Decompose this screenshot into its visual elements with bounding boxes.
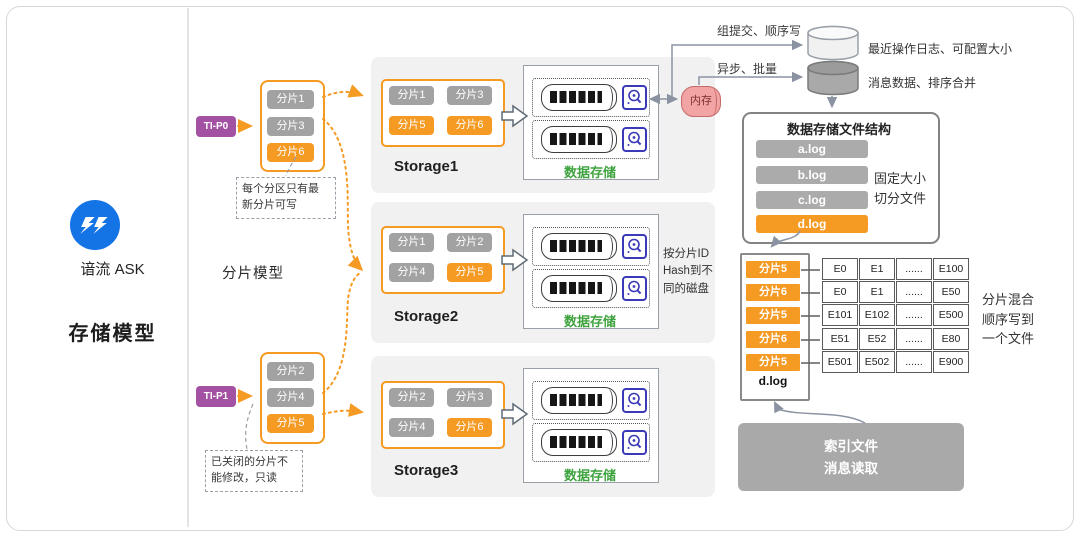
ask-logo-icon (70, 200, 120, 250)
log-file-bar-active: d.log (756, 215, 868, 233)
shard-chip: 分片4 (389, 263, 434, 282)
shard-model-title: 分片模型 (222, 266, 284, 282)
storage1-name: Storage1 (394, 158, 459, 175)
storage-cylinder-icon (541, 84, 617, 111)
entry-cell: ...... (896, 281, 932, 303)
shard-chip: 分片4 (267, 388, 314, 407)
log-file-bar: b.log (756, 166, 868, 184)
vertical-divider (187, 8, 189, 527)
data-storage-label: 数据存储 (563, 468, 616, 483)
storage-cylinder-icon (541, 387, 617, 414)
shard-chip-active: 分片6 (447, 116, 492, 135)
oplog-cylinder-icon (806, 25, 860, 61)
data-storage-label: 数据存储 (563, 314, 616, 329)
shard-chip: 分片3 (447, 86, 492, 105)
entry-cell: E101 (822, 304, 858, 326)
entry-cell: E52 (859, 328, 895, 350)
storage2-name: Storage2 (394, 308, 459, 325)
shard-chip: 分片1 (267, 90, 314, 109)
storage-cylinder-icon (541, 126, 617, 153)
entry-cell: E500 (933, 304, 969, 326)
dlog-shard-row: 分片5 (746, 354, 800, 371)
entry-cell: ...... (896, 351, 932, 373)
log-file-bar: c.log (756, 191, 868, 209)
shard-chip-active: 分片5 (267, 414, 314, 433)
dlog-shard-row: 分片6 (746, 331, 800, 348)
page-title: 存储模型 (68, 323, 157, 345)
disk-scan-icon (622, 276, 647, 301)
log-file-bar: a.log (756, 140, 868, 158)
entry-cell: E502 (859, 351, 895, 373)
partition-badge-tip1: TI-P1 (196, 386, 236, 407)
entry-cell: E102 (859, 304, 895, 326)
dlog-shard-row: 分片5 (746, 261, 800, 278)
disk-scan-icon (622, 234, 647, 259)
storage3-name: Storage3 (394, 462, 459, 479)
entry-cell: ...... (896, 304, 932, 326)
shard-chip: 分片2 (267, 362, 314, 381)
dlog-shard-row: 分片6 (746, 284, 800, 301)
memory-node: 内存 (681, 86, 721, 117)
oplog-note: 最近操作日志、可配置大小 (868, 42, 1013, 56)
dimm-pattern-icon (550, 133, 602, 145)
storage-cylinder-icon (541, 429, 617, 456)
dlog-shard-row: 分片5 (746, 307, 800, 324)
msgdata-cylinder-icon (806, 60, 860, 96)
entry-cell: E1 (859, 258, 895, 280)
shard-chip: 分片3 (267, 117, 314, 136)
hash-note: 按分片ID Hash到不 同的磁盘 (663, 248, 713, 295)
disk-scan-icon (622, 430, 647, 455)
entry-cell: E900 (933, 351, 969, 373)
entry-cell: ...... (896, 328, 932, 350)
index-file-line2: 消息读取 (824, 460, 878, 476)
msgdata-note: 消息数据、排序合并 (868, 76, 977, 90)
entry-cell: E51 (822, 328, 858, 350)
entry-cell: E80 (933, 328, 969, 350)
index-file-line1: 索引文件 (824, 439, 878, 454)
data-storage-label: 数据存储 (563, 165, 616, 180)
index-file-box: 索引文件 消息读取 (738, 423, 964, 491)
entry-cell: ...... (896, 258, 932, 280)
dimm-pattern-icon (550, 394, 602, 406)
shard-chip: 分片4 (389, 418, 434, 437)
partition-badge-tip0: TI-P0 (196, 116, 236, 137)
disk-scan-icon (622, 127, 647, 152)
fixed-size-note: 固定大小 切分文件 (874, 171, 927, 207)
dimm-pattern-icon (550, 282, 602, 294)
entry-cell: E0 (822, 258, 858, 280)
entry-cell: E0 (822, 281, 858, 303)
shard-chip: 分片2 (389, 388, 434, 407)
entry-cell: E1 (859, 281, 895, 303)
shard-chip-active: 分片5 (389, 116, 434, 135)
note-writable-shard: 每个分区只有最 新分片可写 (236, 177, 336, 219)
disk-scan-icon (622, 388, 647, 413)
entry-cell: E100 (933, 258, 969, 280)
shard-chip-active: 分片6 (267, 143, 314, 162)
mixed-write-note: 分片混合 顺序写到 一个文件 (982, 292, 1035, 346)
shard-chip-active: 分片6 (447, 418, 492, 437)
entry-cell: E50 (933, 281, 969, 303)
shard-chip: 分片1 (389, 86, 434, 105)
note-readonly-shard: 已关闭的分片不 能修改，只读 (205, 450, 303, 492)
dlog-label: d.log (758, 374, 788, 388)
shard-chip-active: 分片5 (447, 263, 492, 282)
shard-chip: 分片1 (389, 233, 434, 252)
file-structure-title: 数据存储文件结构 (786, 122, 891, 137)
storage-cylinder-icon (541, 233, 617, 260)
storage-cylinder-icon (541, 275, 617, 302)
entry-cell: E501 (822, 351, 858, 373)
brand-name: 谙流 ASK (80, 261, 145, 278)
dimm-pattern-icon (550, 91, 602, 103)
group-commit-label: 组提交、顺序写 (717, 24, 802, 38)
async-batch-label: 异步、批量 (717, 62, 778, 76)
disk-scan-icon (622, 85, 647, 110)
shard-chip: 分片3 (447, 388, 492, 407)
dimm-pattern-icon (550, 436, 602, 448)
shard-chip: 分片2 (447, 233, 492, 252)
dimm-pattern-icon (550, 240, 602, 252)
